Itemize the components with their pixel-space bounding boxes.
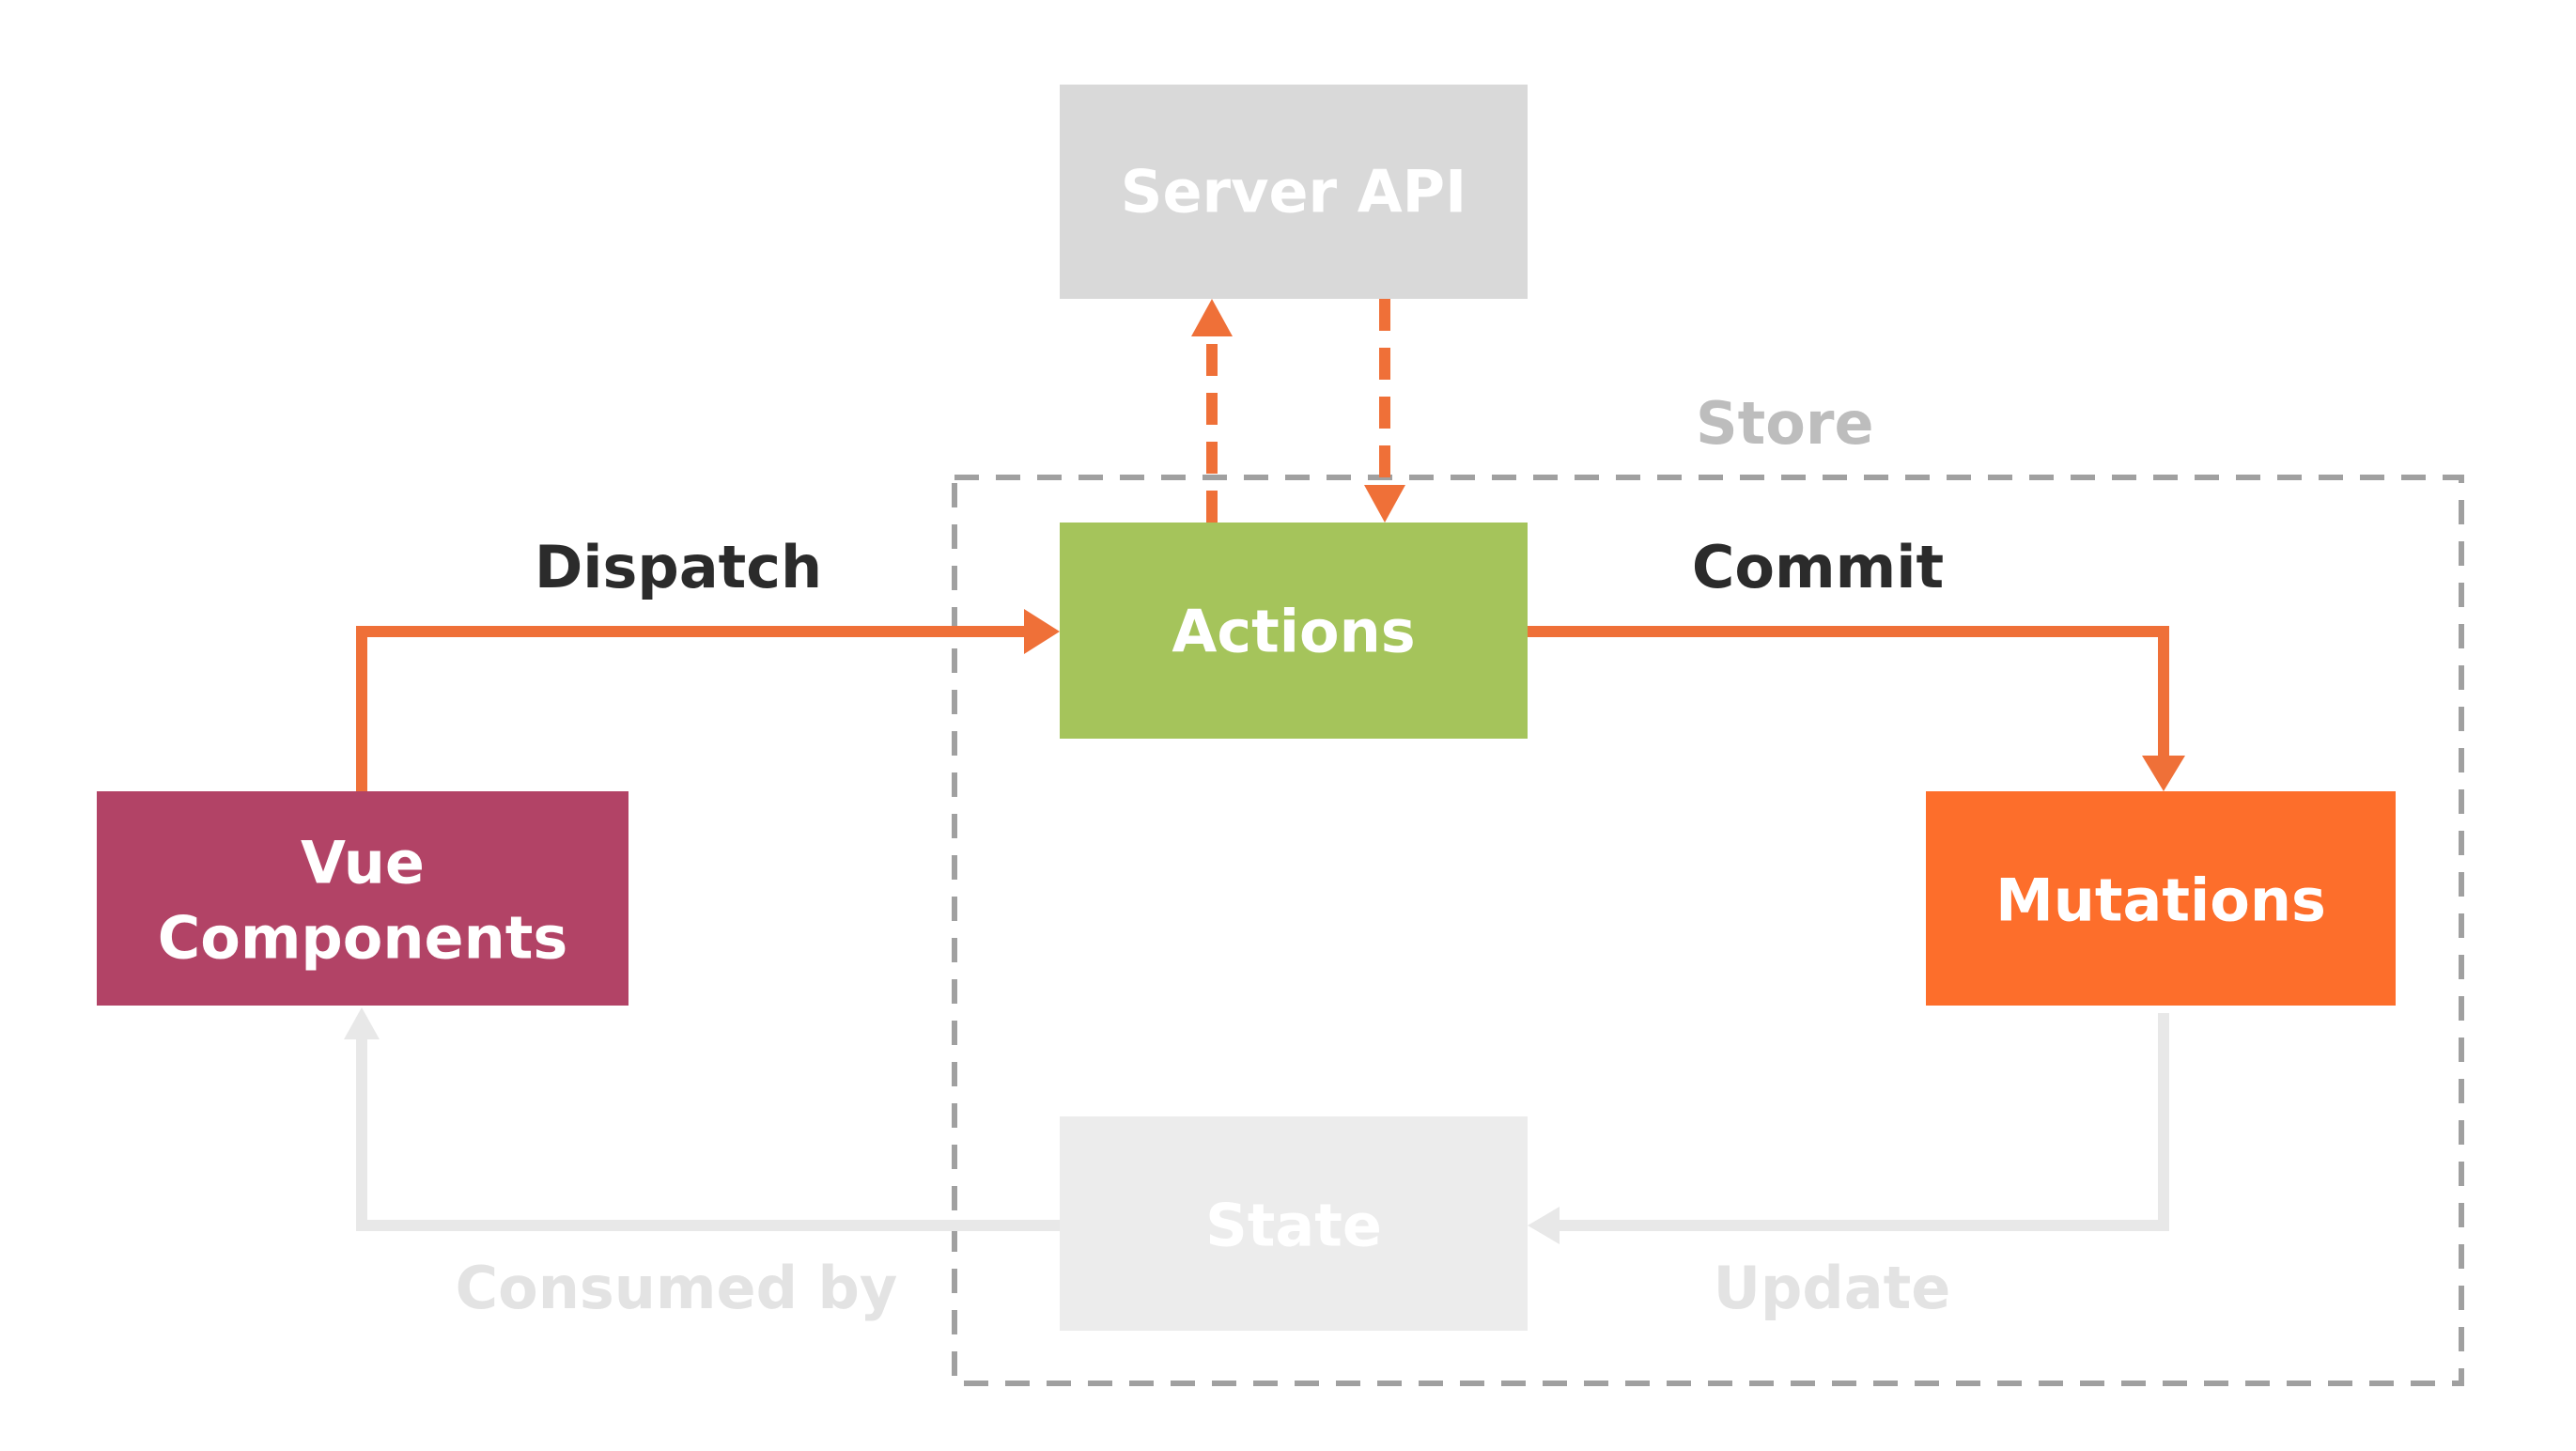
vue-components-label-line1: Vue (301, 829, 425, 897)
commit-arrow (1528, 626, 2169, 761)
vue-components-label-line2: Components (158, 904, 568, 973)
mutations-label: Mutations (1995, 866, 2326, 935)
dispatch-label: Dispatch (535, 533, 822, 601)
dispatch-arrow-head (1024, 609, 1060, 654)
actions-node (1060, 523, 1528, 739)
update-label: Update (1714, 1254, 1951, 1322)
mutations-node (1926, 791, 2396, 1006)
update-arrow (1541, 1013, 2169, 1231)
state-node (1060, 1116, 1528, 1331)
vue-components-node (97, 791, 628, 1006)
store-label: Store (1696, 389, 1874, 458)
consumed-by-arrow-head (344, 1007, 380, 1039)
server-to-actions-arrow-head (1364, 485, 1405, 523)
actions-to-server-arrow-head (1191, 299, 1233, 336)
consumed-by-arrow (356, 1024, 1060, 1231)
actions-label: Actions (1172, 598, 1415, 666)
dispatch-arrow (356, 626, 1030, 791)
commit-arrow-head (2142, 756, 2185, 791)
commit-label: Commit (1692, 533, 1944, 601)
server-api-node (1060, 85, 1528, 299)
update-arrow-head (1528, 1207, 1560, 1244)
store-boundary (952, 475, 2464, 1386)
consumed-by-label: Consumed by (456, 1254, 898, 1322)
server-api-label: Server API (1121, 158, 1466, 226)
state-label: State (1205, 1192, 1382, 1260)
